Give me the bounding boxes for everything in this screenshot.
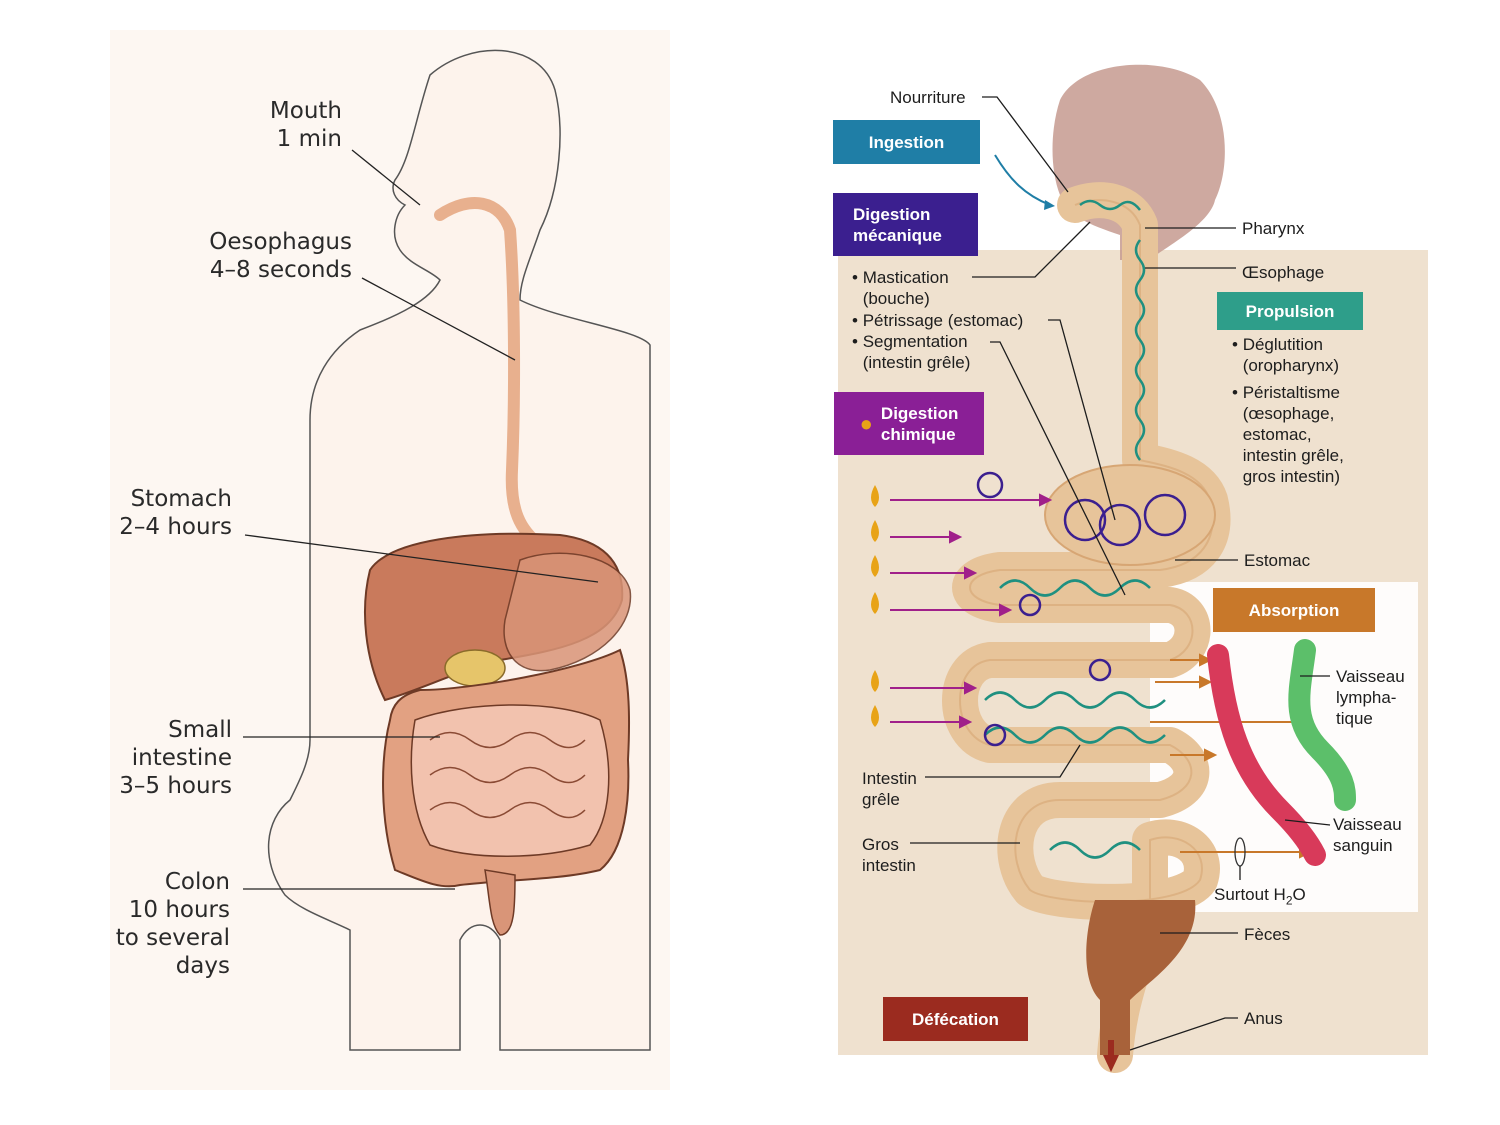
petrissage-leader xyxy=(1048,319,1116,521)
nourriture-label: Nourriture xyxy=(890,88,966,107)
colon-label: Colon 10 hours to several days xyxy=(115,869,230,979)
intestin-grele-leader xyxy=(925,744,1081,778)
propulsion-item-1: • Déglutition (oropharynx) xyxy=(1232,335,1340,375)
intestine-coils xyxy=(429,731,586,819)
oesophagus-label: Oesophagus 4–8 seconds xyxy=(209,229,352,283)
mecanique-item-2: • Pétrissage (estomac) xyxy=(852,311,1024,330)
peristalsis-wave xyxy=(984,199,1166,859)
stomach-leader xyxy=(244,534,599,583)
small-intestine xyxy=(410,704,610,857)
blood-vessel xyxy=(1207,644,1326,866)
oesophagus-leader xyxy=(361,277,516,361)
oesophagus-tube xyxy=(434,197,546,551)
nourriture-leader xyxy=(982,96,1069,193)
anus-label: Anus xyxy=(1244,1009,1283,1028)
mouth-leader xyxy=(351,149,421,206)
oesophage-label: Œsophage xyxy=(1242,263,1325,282)
anus-leader xyxy=(1129,1017,1238,1051)
defecation-box: Défécation xyxy=(883,997,1028,1041)
mixing-arcs xyxy=(976,471,1187,747)
stomach xyxy=(503,552,632,672)
mouth-label: Mouth 1 min xyxy=(269,98,342,152)
mecanique-item-3: • Segmentation (intestin grêle) xyxy=(852,332,971,372)
intestin-grele-label: Intestin grêle xyxy=(862,769,917,809)
rectum xyxy=(484,869,516,936)
mastication-leader xyxy=(972,221,1091,278)
surtout-h2o-label: Surtout H2O xyxy=(1214,885,1306,908)
ingestion-arrowhead xyxy=(1044,200,1055,210)
propulsion-box: Propulsion xyxy=(1217,292,1363,330)
chemical-digestion-arrows xyxy=(890,493,1053,729)
lymph-vessel xyxy=(1288,639,1356,811)
enzyme-drop-icon: ● xyxy=(859,411,873,436)
absorption-box: Absorption xyxy=(1213,588,1375,632)
digestion-mecanique-box: Digestion mécanique xyxy=(833,193,978,256)
vaisseau-sanguin-label: Vaisseau sanguin xyxy=(1333,815,1402,855)
segmentation-leader xyxy=(990,341,1126,596)
stomach-label: Stomach 2–4 hours xyxy=(119,486,232,540)
gros-intestin-label: Gros intestin xyxy=(862,835,916,875)
feces-label: Fèces xyxy=(1244,925,1291,944)
estomac-label: Estomac xyxy=(1244,551,1311,570)
digestion-chimique-label: Digestion chimique xyxy=(880,403,959,444)
mecanique-item-1: • Mastication (bouche) xyxy=(852,268,949,308)
rectum-shape xyxy=(1086,900,1196,1055)
sanguin-leader xyxy=(1284,819,1331,826)
digestion-chimique-box: ● Digestion chimique xyxy=(834,392,984,455)
propulsion-item-2: • Péristaltisme (œsophage, estomac, inte… xyxy=(1232,383,1344,486)
ingestion-arrow xyxy=(994,154,1051,206)
small-intestine-label: Small intestine 3–5 hours xyxy=(119,717,232,799)
ingestion-box: Ingestion xyxy=(833,120,980,164)
stomach-shape xyxy=(1044,464,1216,566)
pharynx-label: Pharynx xyxy=(1242,219,1305,238)
vaisseau-lymphatique-label: Vaisseau lympha- tique xyxy=(1336,667,1405,728)
exit-arrow-icon xyxy=(1103,1055,1119,1072)
